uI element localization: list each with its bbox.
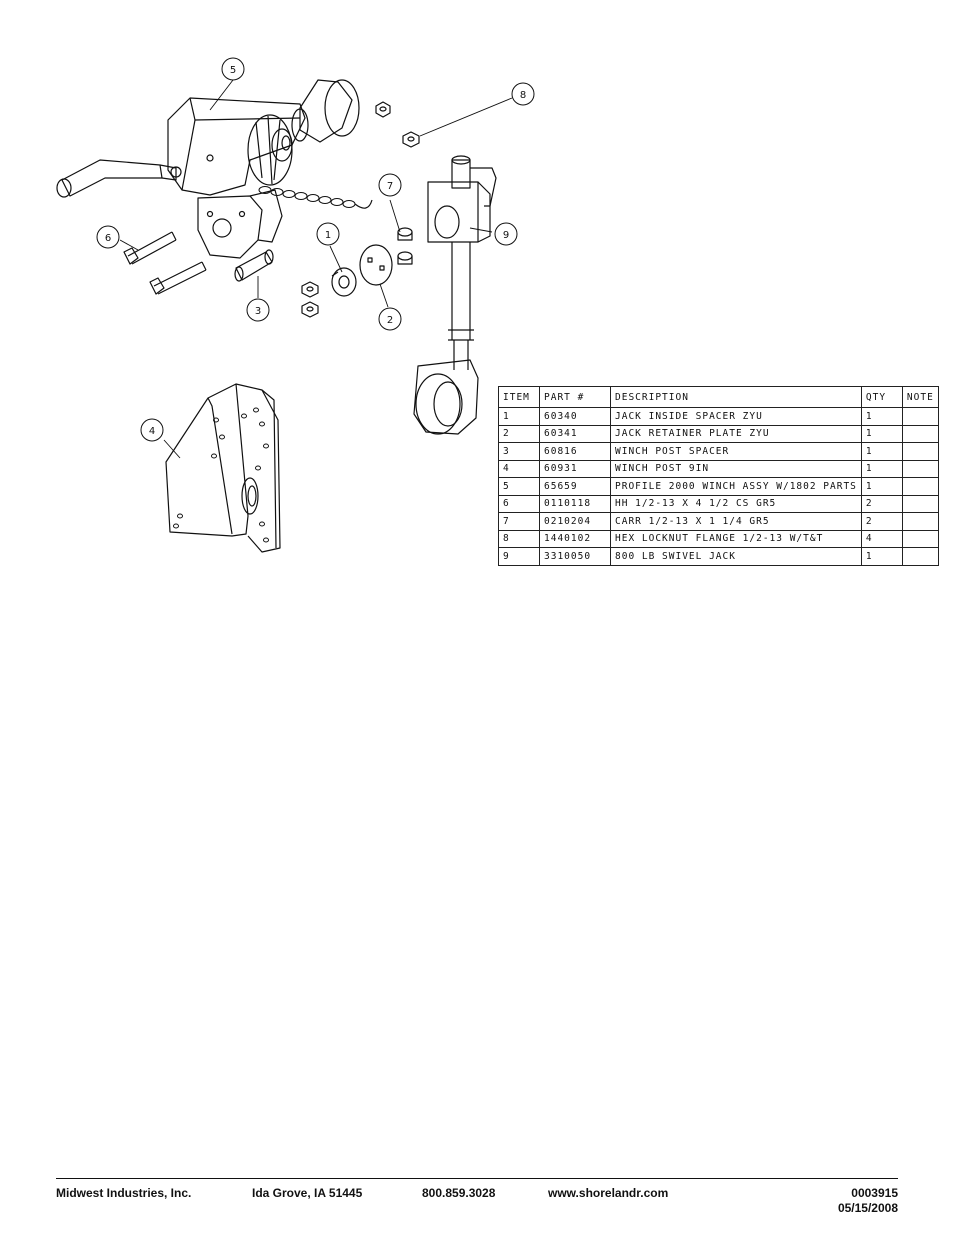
parts-list-table: ITEM PART # DESCRIPTION QTY NOTE 1 60340… [498, 386, 939, 566]
cell-qty: 1 [860, 547, 903, 566]
footer-divider [56, 1178, 898, 1179]
cell-part-number: 60931 [539, 459, 611, 478]
callout-6: 6 [96, 225, 120, 249]
column-header-note: NOTE [901, 386, 939, 408]
callout-leaders [119, 79, 513, 459]
hex-locknut-illustrations [301, 101, 420, 318]
footer-doc-number: 0003915 [851, 1186, 898, 1200]
svg-text:6: 6 [105, 233, 111, 244]
svg-text:1: 1 [325, 230, 331, 241]
cell-note [901, 442, 939, 461]
cell-description: HEX LOCKNUT FLANGE 1/2-13 W/T&T [610, 529, 862, 548]
cell-item: 3 [498, 442, 540, 461]
winch-assembly-illustration [56, 79, 373, 259]
cell-part-number: 65659 [539, 477, 611, 496]
cell-description: JACK INSIDE SPACER ZYU [610, 407, 862, 426]
cell-part-number: 60340 [539, 407, 611, 426]
callout-2: 2 [378, 307, 402, 331]
cell-qty: 1 [860, 442, 903, 461]
spacer-tube-illustration [234, 249, 274, 282]
callout-7: 7 [378, 173, 402, 197]
cell-description: JACK RETAINER PLATE ZYU [610, 424, 862, 443]
callout-1: 1 [316, 222, 340, 246]
svg-text:4: 4 [149, 426, 155, 437]
swivel-jack-illustration [413, 155, 497, 435]
callout-balloons: 5 8 7 9 6 1 2 3 [96, 57, 535, 442]
cell-note [901, 424, 939, 443]
table-row: 2 60341 JACK RETAINER PLATE ZYU 1 [498, 424, 939, 443]
cell-qty: 4 [860, 529, 903, 548]
footer-date: 05/15/2008 [837, 1201, 898, 1215]
footer-website: www.shorelandr.com [548, 1186, 669, 1200]
cell-description: HH 1/2-13 X 4 1/2 CS GR5 [610, 494, 862, 513]
cell-description: WINCH POST SPACER [610, 442, 862, 461]
cell-qty: 2 [860, 512, 903, 531]
cell-item: 2 [498, 424, 540, 443]
cell-description: PROFILE 2000 WINCH ASSY W/1802 PARTS [610, 477, 862, 496]
table-row: 3 60816 WINCH POST SPACER 1 [498, 442, 939, 461]
table-row: 4 60931 WINCH POST 9IN 1 [498, 459, 939, 478]
cell-description: CARR 1/2-13 X 1 1/4 GR5 [610, 512, 862, 531]
cell-note [901, 459, 939, 478]
cell-qty: 2 [860, 494, 903, 513]
column-header-item: ITEM [498, 386, 540, 408]
carriage-bolt-illustrations [397, 227, 413, 265]
cell-item: 9 [498, 547, 540, 566]
footer-location: Ida Grove, IA 51445 [252, 1186, 363, 1200]
jack-inside-spacer-illustration [331, 267, 357, 297]
cell-part-number: 1440102 [539, 529, 611, 548]
table-row: 1 60340 JACK INSIDE SPACER ZYU 1 [498, 407, 939, 426]
cell-note [901, 529, 939, 548]
cell-item: 8 [498, 529, 540, 548]
footer-company: Midwest Industries, Inc. [56, 1186, 192, 1200]
callout-4: 4 [140, 418, 164, 442]
cell-part-number: 0110118 [539, 494, 611, 513]
winch-post-illustration [165, 383, 281, 553]
cell-qty: 1 [860, 477, 903, 496]
callout-3: 3 [246, 298, 270, 322]
cell-note [901, 477, 939, 496]
cell-item: 1 [498, 407, 540, 426]
table-row: 6 0110118 HH 1/2-13 X 4 1/2 CS GR5 2 [498, 494, 939, 513]
callout-9: 9 [494, 222, 518, 246]
jack-retainer-plate-illustration [359, 244, 393, 286]
cell-note [901, 407, 939, 426]
cell-note [901, 494, 939, 513]
svg-text:2: 2 [387, 315, 393, 326]
table-row: 5 65659 PROFILE 2000 WINCH ASSY W/1802 P… [498, 477, 939, 496]
cell-qty: 1 [860, 459, 903, 478]
column-header-part-number: PART # [539, 386, 611, 408]
callout-5: 5 [221, 57, 245, 81]
cell-item: 7 [498, 512, 540, 531]
cell-part-number: 0210204 [539, 512, 611, 531]
callout-8: 8 [511, 82, 535, 106]
cell-item: 6 [498, 494, 540, 513]
svg-text:9: 9 [503, 230, 509, 241]
column-header-description: DESCRIPTION [610, 386, 862, 408]
cell-qty: 1 [860, 407, 903, 426]
svg-text:7: 7 [387, 181, 393, 192]
svg-text:8: 8 [520, 90, 526, 101]
cell-description: 800 LB SWIVEL JACK [610, 547, 862, 566]
cell-note [901, 512, 939, 531]
column-header-qty: QTY [860, 386, 903, 408]
exploded-parts-drawing: 5 8 7 9 6 1 2 3 [56, 57, 535, 553]
table-row: 7 0210204 CARR 1/2-13 X 1 1/4 GR5 2 [498, 512, 939, 531]
cell-part-number: 60341 [539, 424, 611, 443]
cell-note [901, 547, 939, 566]
svg-text:5: 5 [230, 65, 236, 76]
table-header-row: ITEM PART # DESCRIPTION QTY NOTE [498, 386, 939, 408]
table-row: 8 1440102 HEX LOCKNUT FLANGE 1/2-13 W/T&… [498, 529, 939, 548]
cell-item: 5 [498, 477, 540, 496]
footer-phone: 800.859.3028 [422, 1186, 496, 1200]
cell-qty: 1 [860, 424, 903, 443]
cell-item: 4 [498, 459, 540, 478]
cell-description: WINCH POST 9IN [610, 459, 862, 478]
cell-part-number: 3310050 [539, 547, 611, 566]
table-row: 9 3310050 800 LB SWIVEL JACK 1 [498, 547, 939, 566]
cell-part-number: 60816 [539, 442, 611, 461]
hex-bolt-illustrations [123, 231, 207, 295]
svg-text:3: 3 [255, 306, 261, 317]
